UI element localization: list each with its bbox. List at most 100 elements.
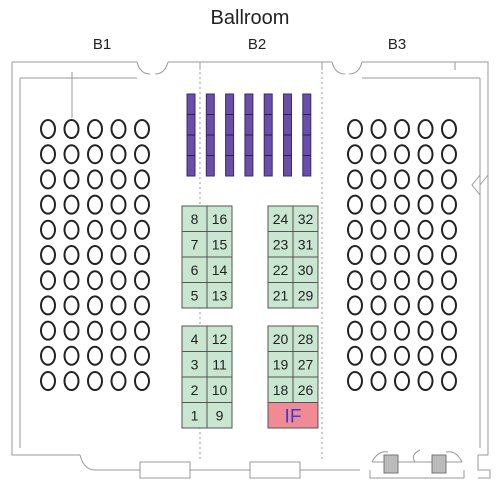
b3-seat bbox=[394, 345, 410, 366]
table-number: 4 bbox=[191, 331, 199, 347]
b1-seat bbox=[63, 194, 80, 215]
b3-seat bbox=[370, 144, 387, 165]
b3-seat bbox=[394, 194, 410, 215]
table-number: 21 bbox=[273, 287, 289, 303]
b3-seat bbox=[417, 371, 434, 391]
table-number: 19 bbox=[273, 356, 289, 372]
b3-seat bbox=[394, 371, 410, 391]
b3-seat bbox=[347, 144, 363, 165]
table-number: 13 bbox=[212, 287, 228, 303]
b3-seat bbox=[370, 119, 387, 139]
b1-seat bbox=[134, 371, 150, 391]
b1-seat bbox=[87, 245, 103, 265]
b1-seat bbox=[110, 119, 127, 139]
b3-seat bbox=[347, 371, 363, 391]
b1-seat bbox=[40, 295, 56, 316]
b1-seat bbox=[134, 194, 150, 215]
section-label-b3: B3 bbox=[387, 36, 407, 53]
b3-seat bbox=[441, 144, 457, 165]
seating-area-b1 bbox=[40, 119, 150, 391]
b3-seat bbox=[370, 245, 387, 265]
b1-seat bbox=[110, 371, 127, 391]
floorplan-title: Ballroom bbox=[210, 7, 290, 29]
b3-seat bbox=[370, 371, 387, 391]
b1-seat bbox=[87, 119, 103, 139]
table-cell bbox=[181, 256, 208, 283]
b3-seat bbox=[394, 320, 410, 341]
b1-seat bbox=[40, 270, 56, 291]
b3-seat bbox=[394, 219, 410, 240]
b1-seat bbox=[63, 371, 80, 391]
b1-seat bbox=[87, 270, 103, 291]
b1-seat bbox=[40, 320, 56, 341]
table-number: 2 bbox=[191, 382, 199, 398]
b1-seat bbox=[134, 295, 150, 316]
table-cell bbox=[181, 351, 208, 378]
b3-seat bbox=[394, 270, 410, 291]
table-number: 15 bbox=[212, 236, 228, 252]
table-number: 24 bbox=[273, 211, 289, 227]
b3-seat bbox=[417, 144, 434, 165]
b1-seat bbox=[110, 194, 127, 215]
b3-seat bbox=[417, 219, 434, 240]
bottom-right-corner bbox=[477, 455, 491, 479]
b3-seat bbox=[394, 169, 410, 190]
table-cell bbox=[292, 376, 319, 403]
b1-seat bbox=[87, 194, 103, 215]
table-number: 6 bbox=[191, 262, 199, 278]
right-door bbox=[471, 174, 489, 196]
b3-seat bbox=[441, 295, 457, 316]
b1-seat bbox=[40, 194, 56, 215]
b1-seat bbox=[40, 371, 56, 391]
b1-seat bbox=[40, 345, 56, 366]
b3-seat bbox=[370, 169, 387, 190]
stage-risers bbox=[186, 93, 312, 177]
table-cell bbox=[267, 325, 294, 352]
seating-area-b3 bbox=[347, 119, 457, 391]
table-cell bbox=[267, 256, 294, 283]
table-cell bbox=[292, 231, 319, 258]
b1-seat bbox=[134, 169, 150, 190]
b1-seat bbox=[63, 169, 80, 190]
b3-seat bbox=[417, 345, 434, 366]
table-number: 29 bbox=[298, 287, 314, 303]
b3-seat bbox=[441, 169, 457, 190]
b3-seat bbox=[370, 194, 387, 215]
b3-seat bbox=[417, 245, 434, 265]
table-number: 31 bbox=[298, 236, 314, 252]
b3-seat bbox=[417, 295, 434, 316]
b1-seat bbox=[63, 295, 80, 316]
b3-seat bbox=[417, 320, 434, 341]
b3-seat bbox=[347, 345, 363, 366]
inner-wall bbox=[19, 77, 481, 448]
table-cell bbox=[206, 231, 233, 258]
b1-seat bbox=[110, 144, 127, 165]
table-number: 16 bbox=[212, 211, 228, 227]
special-booth bbox=[267, 402, 319, 429]
table-number: 11 bbox=[212, 356, 227, 372]
b1-seat bbox=[87, 345, 103, 366]
b1-seat bbox=[63, 270, 80, 291]
table-number: 18 bbox=[273, 382, 289, 398]
b1-seat bbox=[87, 169, 103, 190]
table-cell bbox=[292, 205, 319, 232]
table-cell bbox=[206, 376, 233, 403]
b1-seat bbox=[134, 144, 150, 165]
b1-seat bbox=[63, 219, 80, 240]
table-cell bbox=[292, 282, 319, 309]
table-number: 5 bbox=[191, 287, 199, 303]
b3-seat bbox=[417, 270, 434, 291]
b3-seat bbox=[370, 270, 387, 291]
b1-seat bbox=[87, 144, 103, 165]
table-number: 32 bbox=[298, 211, 314, 227]
b3-seat bbox=[441, 345, 457, 366]
bottom-wall bbox=[79, 454, 360, 479]
b1-seat bbox=[134, 320, 150, 341]
b3-seat bbox=[347, 119, 363, 139]
table-number: 23 bbox=[273, 236, 289, 252]
table-number: 20 bbox=[273, 331, 289, 347]
b1-seat bbox=[110, 219, 127, 240]
table-cell bbox=[181, 205, 208, 232]
b3-seat bbox=[441, 371, 457, 391]
b1-seat bbox=[40, 219, 56, 240]
